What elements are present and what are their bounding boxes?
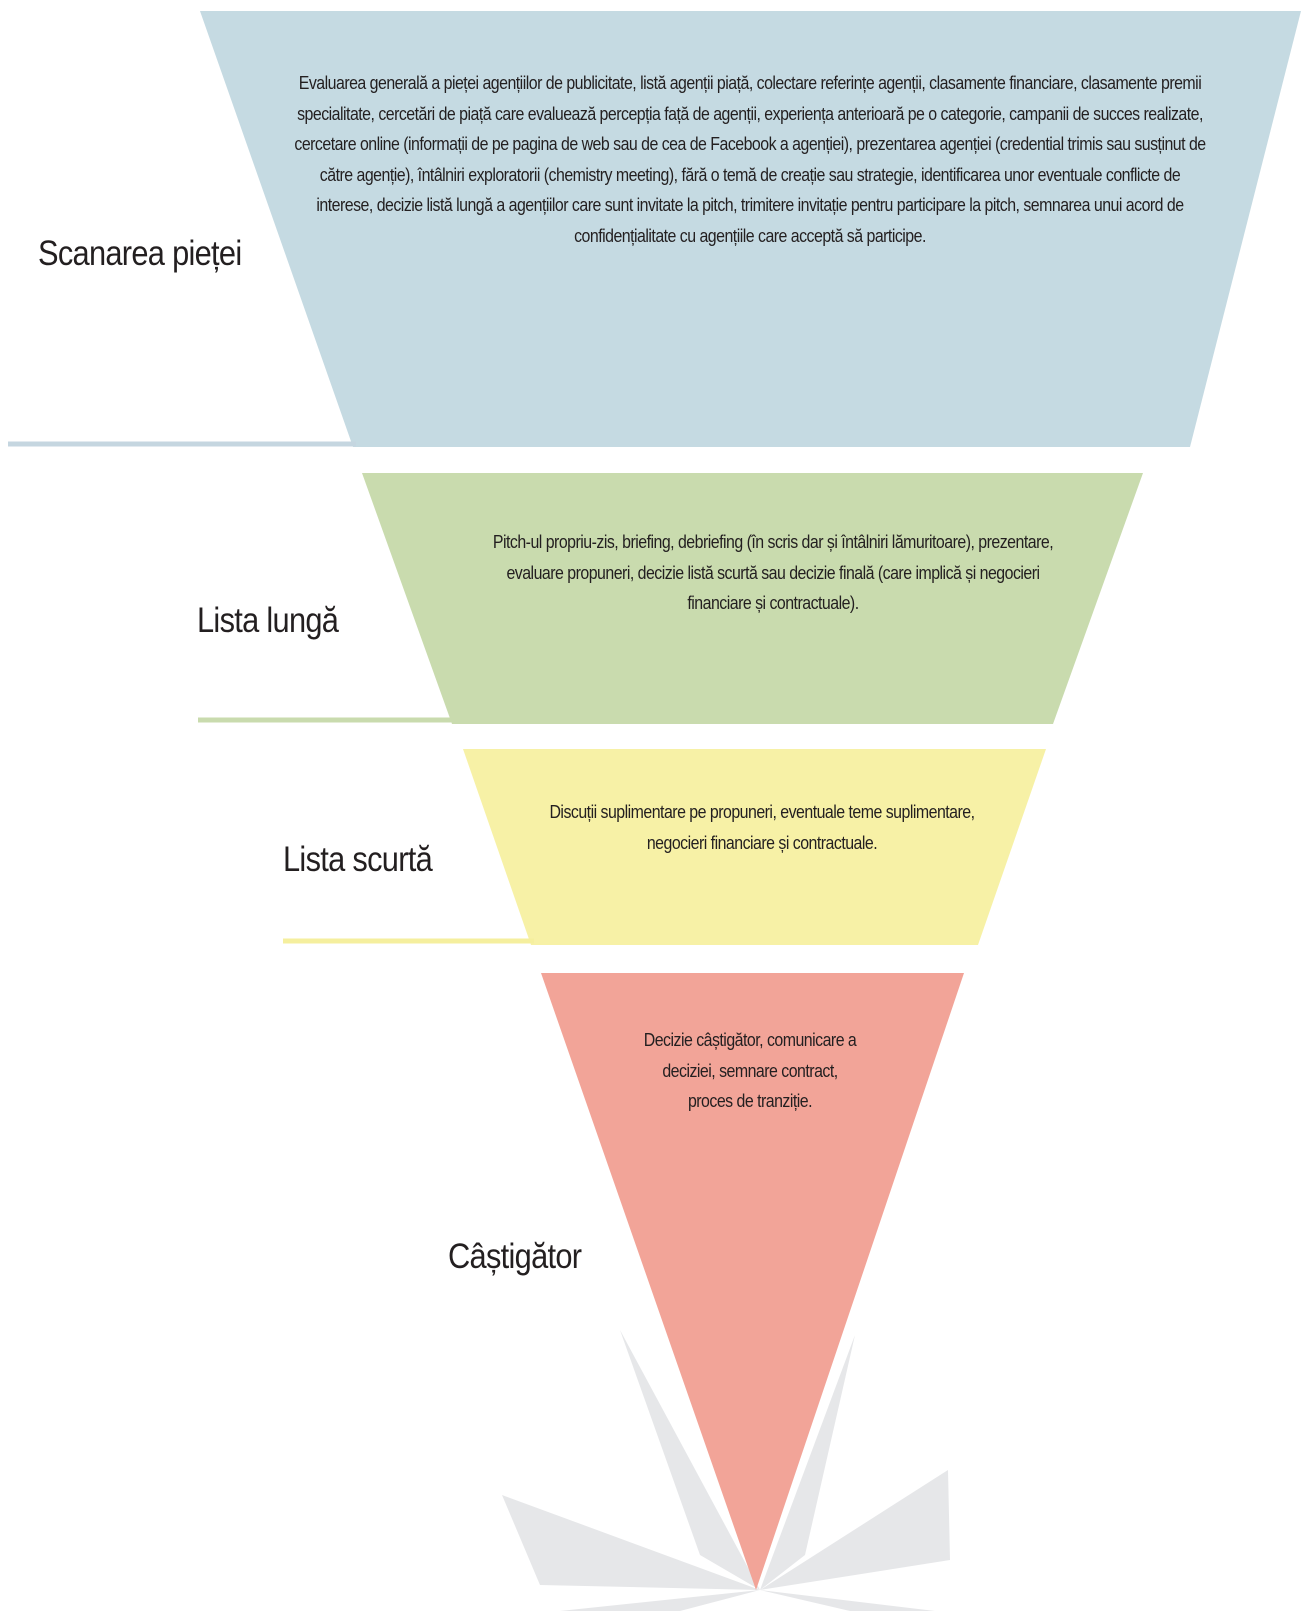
burst-ray xyxy=(760,1590,935,1611)
stage-shape-market-scan xyxy=(200,11,1301,447)
stage-label-short-list: Lista scurtă xyxy=(283,840,433,879)
stage-label-market-scan: Scanarea pieței xyxy=(38,234,242,273)
burst-ray xyxy=(760,1335,855,1590)
stage-shape-long-list xyxy=(362,473,1143,724)
stage-description-short-list: Discuții suplimentare pe propuneri, even… xyxy=(549,801,975,853)
burst-decoration xyxy=(502,1330,950,1611)
stage-label-long-list: Lista lungă xyxy=(197,601,339,640)
stage-shape-winner xyxy=(541,973,964,1590)
stage-description-market-scan: Evaluarea generală a pieței agențiilor d… xyxy=(294,72,1206,246)
stage-description-winner: Decizie câștigător, comunicare a decizie… xyxy=(643,1029,857,1111)
burst-ray xyxy=(620,1330,760,1590)
burst-ray xyxy=(502,1495,760,1590)
stage-label-winner: Câștigător xyxy=(448,1237,582,1276)
stage-description-long-list: Pitch-ul propriu-zis, briefing, debriefi… xyxy=(492,531,1054,613)
burst-ray xyxy=(560,1590,760,1611)
stage-shape-short-list xyxy=(463,749,1046,945)
burst-ray xyxy=(760,1470,950,1590)
